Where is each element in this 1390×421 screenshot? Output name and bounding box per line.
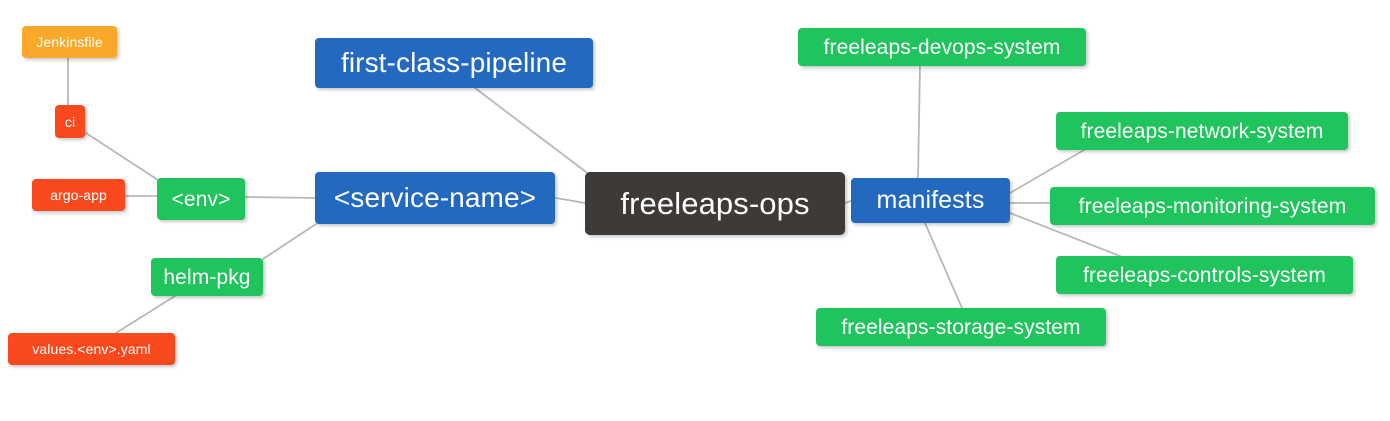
mindmap-node-ci[interactable]: ci	[55, 105, 85, 138]
mindmap-node-controls-system[interactable]: freeleaps-controls-system	[1056, 256, 1353, 294]
mindmap-node-label: <env>	[171, 187, 231, 211]
mindmap-node-network-system[interactable]: freeleaps-network-system	[1056, 112, 1348, 150]
mindmap-node-label: freeleaps-monitoring-system	[1078, 194, 1347, 218]
edge-helm-pkg-to-values-yaml	[115, 295, 176, 334]
mindmap-node-label: freeleaps-storage-system	[841, 315, 1081, 339]
edge-manifests-to-storage-system	[924, 222, 963, 309]
mindmap-node-jenkinsfile[interactable]: Jenkinsfile	[22, 26, 117, 58]
mindmap-node-service-name[interactable]: <service-name>	[315, 172, 555, 224]
mindmap-node-label: argo-app	[50, 187, 107, 203]
mindmap-node-label: <service-name>	[333, 182, 537, 213]
edge-manifests-to-devops-system	[917, 65, 921, 179]
mindmap-node-root[interactable]: freeleaps-ops	[585, 172, 845, 235]
mindmap-node-values-yaml[interactable]: values.<env>.yaml	[8, 333, 175, 365]
mindmap-node-label: values.<env>.yaml	[32, 341, 151, 357]
mindmap-node-manifests[interactable]: manifests	[851, 178, 1010, 223]
mindmap-node-label: first-class-pipeline	[340, 47, 568, 78]
mindmap-node-label: freeleaps-ops	[620, 186, 810, 221]
mindmap-node-env[interactable]: <env>	[157, 178, 245, 220]
mindmap-node-argo-app[interactable]: argo-app	[32, 179, 125, 211]
mindmap-node-label: freeleaps-controls-system	[1083, 263, 1326, 287]
edge-root-to-first-class-pipeline	[474, 87, 591, 176]
edge-root-to-service-name	[555, 197, 586, 204]
mindmap-node-label: helm-pkg	[163, 265, 251, 289]
edge-service-name-to-helm-pkg	[262, 223, 317, 260]
mindmap-node-first-class-pipeline[interactable]: first-class-pipeline	[315, 38, 593, 88]
edge-env-to-ci	[85, 132, 159, 181]
mindmap-node-label: manifests	[876, 186, 985, 214]
mindmap-node-label: freeleaps-network-system	[1080, 119, 1324, 143]
mindmap-node-monitoring-system[interactable]: freeleaps-monitoring-system	[1050, 187, 1375, 225]
mindmap-node-storage-system[interactable]: freeleaps-storage-system	[816, 308, 1106, 346]
mindmap-node-label: Jenkinsfile	[36, 34, 103, 50]
edge-service-name-to-env	[245, 196, 316, 199]
mindmap-node-label: freeleaps-devops-system	[823, 35, 1061, 59]
mindmap-node-label: ci	[64, 113, 76, 130]
mindmap-node-devops-system[interactable]: freeleaps-devops-system	[798, 28, 1086, 66]
mindmap-node-helm-pkg[interactable]: helm-pkg	[151, 258, 263, 296]
